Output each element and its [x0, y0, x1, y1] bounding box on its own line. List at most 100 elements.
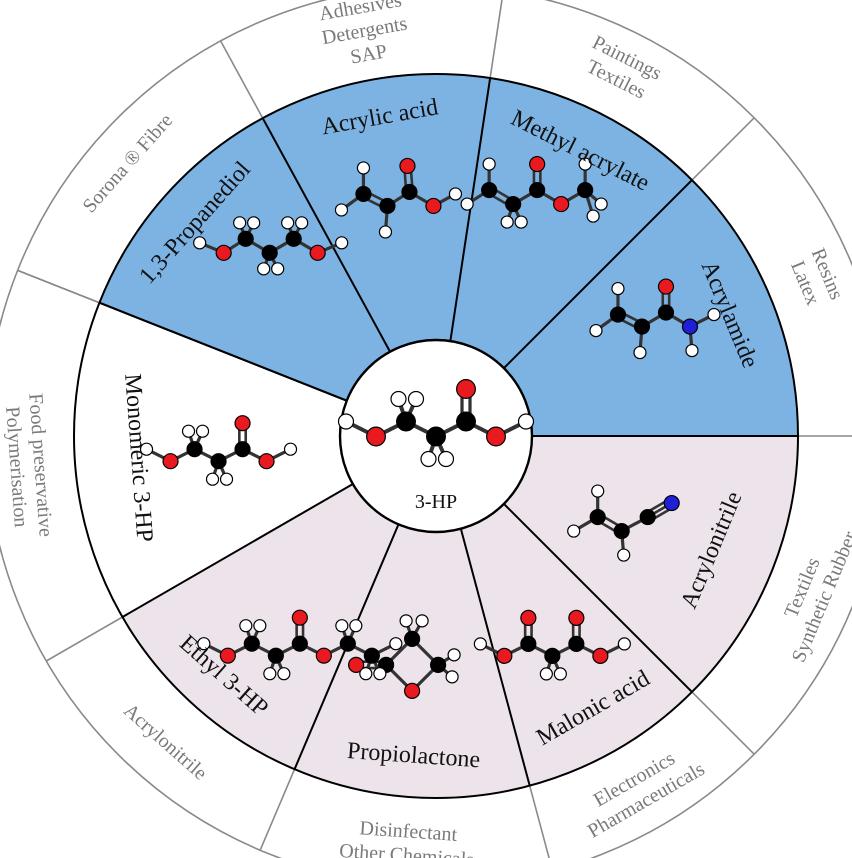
oxygen-atom — [568, 609, 585, 627]
hydrogen-atom — [517, 413, 535, 430]
carbon-atom — [505, 195, 522, 213]
hydrogen-atom — [539, 667, 553, 681]
hydrogen-atom — [247, 216, 261, 230]
nitrogen-atom — [681, 318, 699, 335]
hydrogen-atom — [407, 390, 425, 408]
molecule-acrylamide — [589, 278, 721, 360]
carbon-atom — [430, 656, 447, 673]
outer-divider — [45, 616, 123, 662]
hydrogen-atom — [257, 262, 271, 276]
oxygen-atom — [592, 647, 609, 665]
carbon-atom — [267, 647, 284, 664]
hydrogen-atom — [586, 209, 600, 223]
hydrogen-atom — [553, 667, 567, 681]
outer-divider — [17, 269, 100, 304]
inner-divider — [121, 483, 354, 618]
hydrogen-atom — [359, 667, 373, 681]
hydrogen-atom — [633, 345, 647, 360]
molecule-ethyl-3-hp — [197, 609, 403, 681]
outer-divider — [528, 785, 550, 858]
hydrogen-atom — [482, 157, 496, 171]
carbon-atom — [363, 647, 380, 664]
carbon-atom — [613, 522, 630, 540]
hydrogen-atom — [373, 667, 387, 681]
oxygen-atom — [315, 647, 332, 664]
outer-divider — [691, 691, 755, 755]
inner-divider — [261, 117, 391, 353]
carbon-atom — [401, 183, 418, 201]
carbon-atom — [291, 635, 308, 652]
hydrogen-atom — [195, 424, 210, 438]
carbon-atom — [589, 508, 606, 526]
hydrogen-atom — [181, 424, 196, 438]
oxygen-atom — [486, 426, 506, 447]
hydrogen-atom — [389, 637, 403, 651]
carbon-atom — [237, 230, 254, 247]
oxygen-atom — [291, 609, 308, 626]
carbon-atom — [426, 426, 446, 447]
molecule-malonic-acid — [473, 609, 631, 681]
hydrogen-atom — [415, 614, 429, 628]
hydrogen-atom — [334, 203, 349, 217]
oxygen-atom — [399, 157, 416, 175]
hydrogen-atom — [611, 281, 625, 296]
inner-divider — [503, 179, 693, 369]
hydrogen-atom — [707, 307, 721, 322]
hydrogen-atom — [617, 637, 631, 651]
carbon-atom — [234, 441, 251, 458]
oxygen-atom — [425, 197, 442, 215]
carbon-atom — [568, 635, 585, 653]
carbon-atom — [520, 635, 537, 653]
oxygen-atom — [258, 453, 275, 470]
hydrogen-atom — [219, 472, 234, 486]
outer-divider — [691, 117, 755, 181]
hydrogen-atom — [399, 614, 413, 628]
carbon-atom — [355, 185, 372, 203]
hydrogen-atom — [239, 619, 253, 633]
center-label: 3-HP — [415, 491, 457, 513]
center-molecule-3hp — [337, 379, 535, 468]
carbon-atom — [210, 453, 227, 470]
outer-divider — [219, 40, 264, 119]
carbon-atom — [243, 635, 260, 652]
oxygen-atom — [162, 453, 179, 470]
oxygen-atom — [529, 155, 546, 173]
hydrogen-atom — [447, 648, 461, 662]
oxygen-atom — [234, 415, 251, 432]
oxygen-atom — [309, 244, 326, 261]
oxygen-atom — [553, 195, 570, 213]
inner-divider — [459, 528, 531, 786]
hydrogen-atom — [277, 667, 291, 681]
hydrogen-atom — [473, 637, 487, 651]
carbon-atom — [261, 244, 278, 261]
hydrogen-atom — [335, 619, 349, 633]
hydrogen-atom — [356, 161, 371, 175]
segment-methyl-acrylate — [450, 78, 692, 369]
segment-propiolactone — [294, 524, 530, 799]
oxygen-atom — [657, 278, 675, 295]
carbon-atom — [404, 630, 421, 647]
carbon-atom — [609, 306, 627, 323]
hydrogen-atom — [500, 215, 514, 229]
hydrogen-atom — [281, 216, 295, 230]
molecule-layer — [139, 155, 721, 699]
segment-acrylonitrile — [503, 436, 798, 692]
oxygen-atom — [348, 656, 365, 673]
segment-acrylamide — [503, 180, 798, 436]
hydrogen-atom — [335, 236, 349, 250]
carbon-atom — [639, 508, 656, 526]
hydrogen-atom — [263, 667, 277, 681]
hydrogen-atom — [591, 484, 605, 498]
carbon-atom — [456, 411, 476, 432]
hydrogen-atom — [193, 236, 207, 250]
molecule-1,3-propanediol — [193, 216, 349, 276]
carbon-atom — [379, 197, 396, 215]
center-hub: 3-HP — [337, 338, 535, 534]
hydrogen-atom — [139, 442, 154, 456]
hydrogen-atom — [253, 619, 267, 633]
oxygen-atom — [456, 379, 476, 399]
hydrogen-atom — [460, 197, 474, 211]
hydrogen-atom — [567, 524, 581, 538]
oxygen-atom — [215, 244, 232, 261]
